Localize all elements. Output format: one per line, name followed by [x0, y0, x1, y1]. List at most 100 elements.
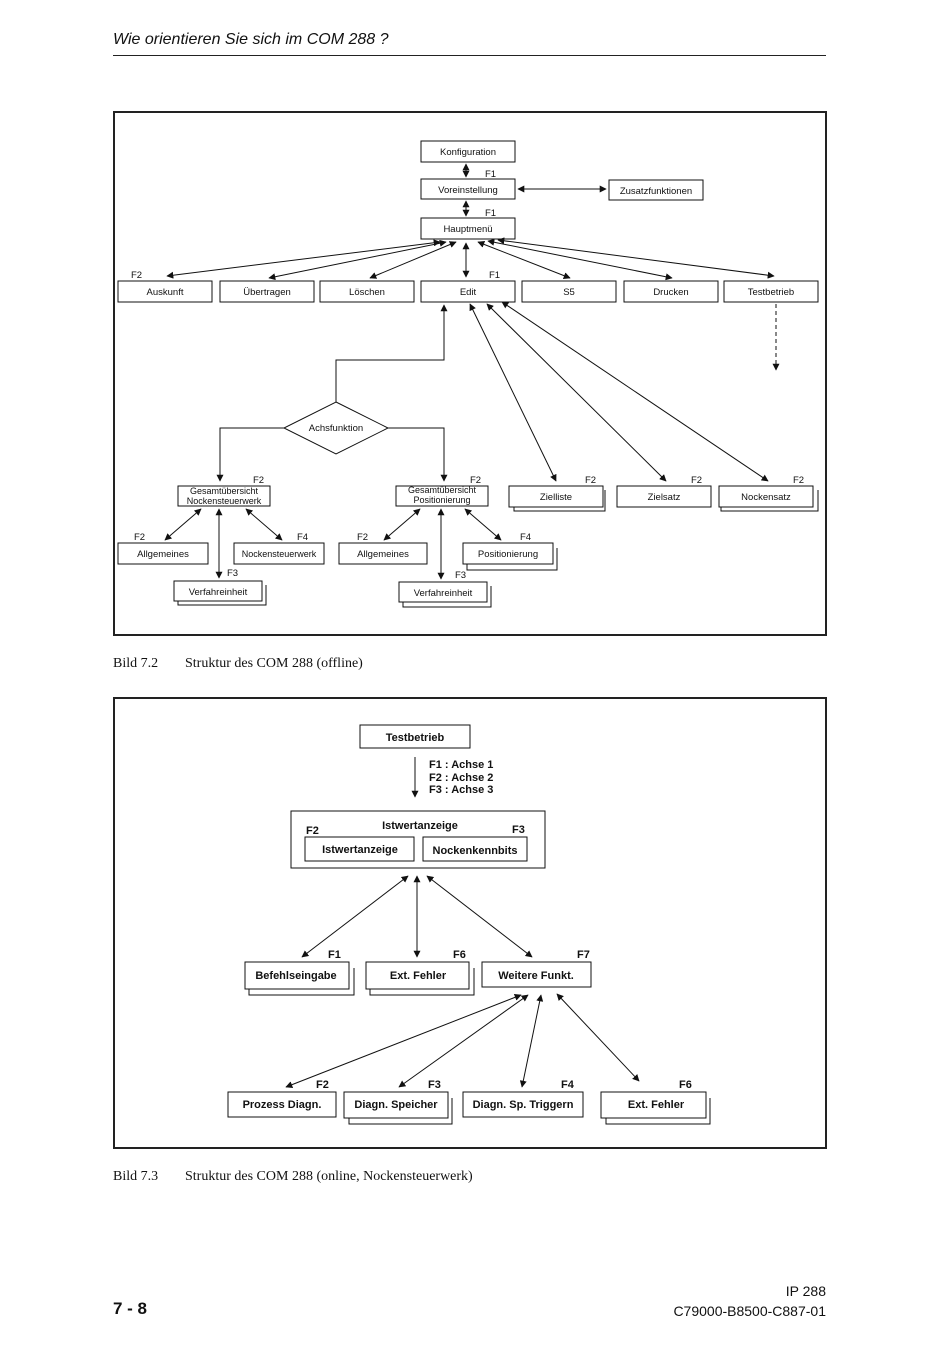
node-voreinstellung: [420, 178, 516, 200]
label-istwertanzeige: Istwertanzeige: [322, 844, 398, 856]
footer-product: IP 288: [785, 1283, 826, 1299]
key-f4: F4: [561, 1079, 575, 1091]
key-f1: F1: [485, 208, 496, 219]
label-voreinstellung: Voreinstellung: [438, 185, 498, 196]
label-gesamt-nock-2: Nockensteuerwerk: [187, 496, 262, 506]
key-f7: F7: [577, 949, 590, 961]
label-gesamt-nock-1: Gesamtübersicht: [190, 486, 259, 496]
label-befehlseingabe: Befehlseingabe: [255, 970, 336, 982]
node-testbetrieb-online: [359, 724, 471, 749]
label-positionierung: Positionierung: [478, 549, 538, 560]
node-verfahreinheit-2: [398, 581, 488, 603]
node-ext-fehler-1: [365, 961, 470, 990]
node-positionierung: [462, 542, 554, 565]
label-testbetrieb: Testbetrieb: [748, 287, 794, 298]
label-nockenkennbits: Nockenkennbits: [433, 845, 518, 857]
label-testbetrieb-online: Testbetrieb: [386, 732, 445, 744]
key-f2: F2: [585, 475, 596, 486]
node-konfiguration: [420, 140, 516, 163]
label-loeschen: Löschen: [349, 287, 385, 298]
label-diagn-sp-triggern: Diagn. Sp. Triggern: [473, 1099, 574, 1111]
node-diagn-speicher: [343, 1091, 449, 1119]
node-befehlseingabe: [244, 961, 350, 990]
figure-7-2-caption: Bild 7.2 Struktur des COM 288 (offline): [113, 656, 363, 672]
label-achsfunktion: Achsfunktion: [309, 423, 363, 434]
key-f3: F3: [428, 1079, 441, 1091]
node-weitere-funkt: [481, 961, 592, 988]
key-f1: F1: [489, 270, 500, 281]
label-verfahreinheit-1: Verfahreinheit: [189, 587, 248, 598]
figure-7-3-diagram: Testbetrieb Istwertanzeige Istwertanzeig…: [227, 724, 711, 1125]
node-nockensteuerwerk: [233, 542, 325, 565]
node-allgemeines-2: [338, 542, 428, 565]
key-f3: F3: [227, 568, 238, 579]
figure-7-2-frame: [113, 111, 827, 636]
node-achsfunktion: [282, 401, 390, 455]
key-f4: F4: [520, 532, 531, 543]
node-uebertragen: [219, 280, 315, 303]
label-verfahreinheit-2: Verfahreinheit: [414, 588, 473, 599]
node-zusatzfunktionen: [608, 179, 704, 201]
figure-7-2-diagram: Konfiguration Voreinstellung Zusatzfunkt…: [117, 140, 819, 608]
label-gesamt-pos-1: Gesamtübersicht: [408, 485, 477, 495]
axis-line-3: F3 : Achse 3: [429, 784, 493, 796]
node-istwertanzeige: [304, 836, 415, 862]
caption-text: Struktur des COM 288 (online, Nockensteu…: [185, 1169, 473, 1184]
node-allgemeines-1: [117, 542, 209, 565]
key-f1: F1: [328, 949, 341, 961]
node-loeschen: [319, 280, 415, 303]
label-nockensteuerwerk: Nockensteuerwerk: [242, 549, 317, 559]
label-zielliste: Zielliste: [540, 492, 572, 503]
node-auskunft: [117, 280, 213, 303]
node-nockenkennbits: [422, 836, 528, 862]
caption-text: Struktur des COM 288 (offline): [185, 656, 363, 671]
label-hauptmenu: Hauptmenü: [443, 224, 492, 235]
label-gesamt-pos-2: Positionierung: [413, 495, 470, 505]
label-ext-fehler-1: Ext. Fehler: [390, 970, 447, 982]
node-hauptmenu: [420, 217, 516, 240]
node-prozess-diagn: [227, 1091, 337, 1118]
label-uebertragen: Übertragen: [243, 287, 291, 298]
node-edit: [420, 280, 516, 303]
label-diagn-speicher: Diagn. Speicher: [354, 1099, 438, 1111]
key-f2: F2: [357, 532, 368, 543]
caption-number: Bild 7.2: [113, 656, 159, 671]
key-f3: F3: [512, 824, 525, 836]
label-auskunft: Auskunft: [147, 287, 184, 298]
key-f2: F2: [306, 825, 319, 837]
label-prozess-diagn: Prozess Diagn.: [243, 1099, 322, 1111]
footer-doc-number: C79000-B8500-C887-01: [673, 1303, 826, 1319]
label-zielsatz: Zielsatz: [648, 492, 681, 503]
key-f2: F2: [316, 1079, 329, 1091]
label-istwertanzeige-title: Istwertanzeige: [382, 820, 458, 832]
axis-line-2: F2 : Achse 2: [429, 772, 493, 784]
label-nockensatz: Nockensatz: [741, 492, 791, 503]
key-f2: F2: [253, 475, 264, 486]
page-number: 7 - 8: [113, 1299, 148, 1318]
node-verfahreinheit-1: [173, 580, 263, 602]
node-diagn-sp-triggern: [462, 1091, 584, 1118]
axis-line-1: F1 : Achse 1: [429, 759, 493, 771]
node-nockensatz: [718, 485, 814, 508]
figure-7-3-frame: [113, 697, 827, 1149]
key-f3: F3: [455, 570, 466, 581]
node-zielsatz: [616, 485, 712, 508]
key-f2: F2: [793, 475, 804, 486]
node-gesamt-positionierung: [395, 485, 489, 507]
node-gesamt-nockensteuerwerk: [177, 485, 271, 507]
label-weitere-funkt: Weitere Funkt.: [498, 970, 574, 982]
key-f2: F2: [134, 532, 145, 543]
node-ext-fehler-2: [600, 1091, 707, 1119]
label-allgemeines-2: Allgemeines: [357, 549, 409, 560]
key-f6: F6: [679, 1079, 692, 1091]
key-f2: F2: [691, 475, 702, 486]
header-rule: [113, 55, 826, 56]
label-ext-fehler-2: Ext. Fehler: [628, 1099, 685, 1111]
label-drucken: Drucken: [653, 287, 688, 298]
node-zielliste: [508, 485, 604, 508]
node-testbetrieb: [723, 280, 819, 303]
label-konfiguration: Konfiguration: [440, 147, 496, 158]
label-allgemeines-1: Allgemeines: [137, 549, 189, 560]
label-s5: S5: [563, 287, 575, 298]
